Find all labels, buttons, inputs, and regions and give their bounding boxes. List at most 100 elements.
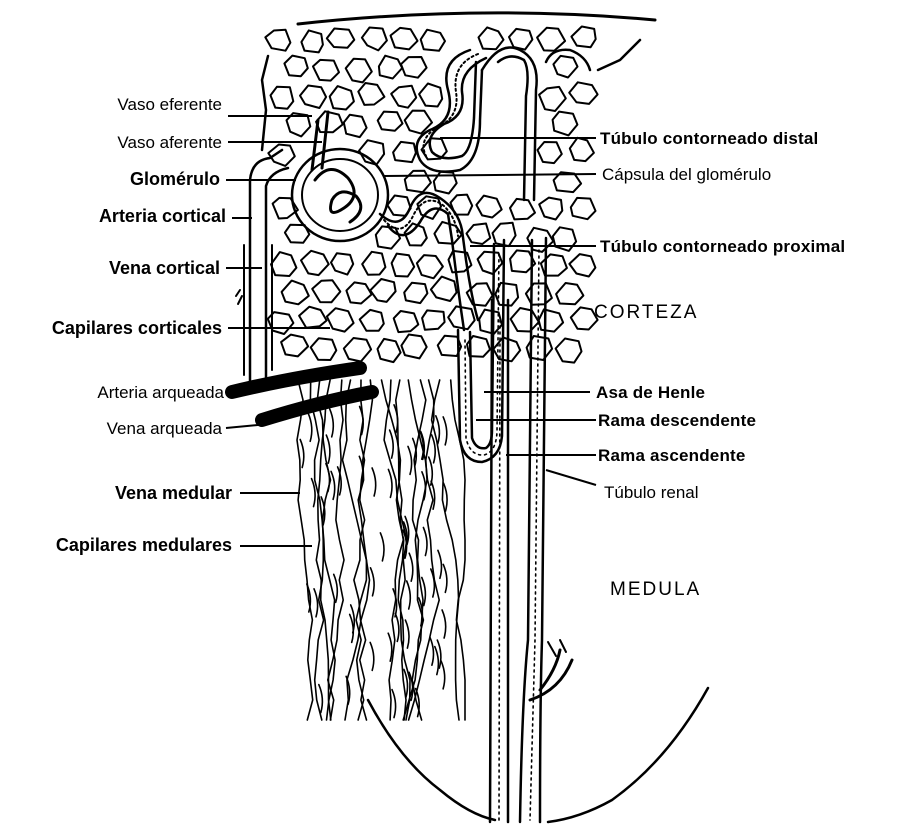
medulla-left-boundary [368,700,495,820]
cortical-cell [271,252,296,276]
region-corteza: CORTEZA [594,302,698,323]
medulla-right-boundary [548,688,708,822]
cortical-cell [401,57,427,78]
cortical-cell [378,339,401,362]
medullary-capillary-link [388,633,392,661]
medullary-capillary [451,380,465,720]
cortical-cell [300,86,326,109]
cortical-cell [378,112,403,131]
cortical-cell [421,30,445,51]
tissue-right-boundary [598,40,640,70]
medullary-capillary-link [392,690,396,718]
cortical-cell [476,196,501,218]
cortical-cell [344,115,367,137]
cortical-cell [431,277,457,301]
medullary-capillary-link [390,430,394,458]
cortical-cell [379,56,402,79]
loop-of-henle [458,240,504,462]
label-capsula-glomerulo: Cápsula del glomérulo [602,165,771,184]
cortical-cell [346,282,371,303]
label-rama-descendente: Rama descendente [598,411,756,430]
medullary-capillary-link [409,553,413,581]
label-tubulo-contorneado-distal: Túbulo contorneado distal [600,129,818,148]
cortical-cell [569,82,597,104]
label-vena-arqueada: Vena arqueada [107,419,223,438]
cortical-cell [299,307,327,328]
cortical-cell [327,29,355,48]
medullary-capillary-link [326,435,330,463]
medullary-capillary-link [443,417,447,445]
cortical-cell [284,56,307,77]
label-capilares-medulares: Capilares medulares [56,535,232,555]
cortical-cell [539,198,562,220]
medullary-capillary-link [370,642,374,670]
cortical-cell [553,227,576,251]
cortical-cell [330,86,354,109]
cortical-cell [539,87,566,111]
cortical-cell [327,308,354,331]
cortical-cell [271,87,294,109]
medullary-capillary-network [297,380,465,720]
cortical-cell [360,310,384,331]
label-capilares-corticales: Capilares corticales [52,318,222,338]
medullary-capillary [328,380,344,720]
medullary-capillary-link [372,468,376,496]
left-labels: Vaso eferente Vaso aferente Glomérulo Ar… [52,95,232,555]
renal-capsule-line [298,13,655,24]
cortical-cell [537,28,565,51]
region-medula: MEDULA [610,579,701,600]
medullary-capillary [297,380,313,720]
label-glomerulo: Glomérulo [130,169,220,189]
medullary-capillary-link [408,446,412,474]
label-rama-ascendente: Rama ascendente [598,446,746,465]
tissue-left-boundary [262,56,268,150]
cortical-cell [405,171,431,192]
cortical-cell [510,199,535,220]
cortical-cell [376,226,400,248]
cortical-cell [370,279,395,302]
cortical-cell [344,338,371,362]
cortical-cell [553,56,577,78]
cortical-cell [301,30,323,52]
medullary-capillary-link [438,550,442,578]
medullary-capillary-link [300,440,304,468]
cortical-cell [346,59,372,83]
cortical-cell [282,281,309,305]
cortical-cell [556,339,582,363]
medullary-capillary-link [430,637,434,665]
label-vena-medular: Vena medular [115,483,232,503]
cortical-cell [571,198,596,219]
medullary-capillary-link [330,409,334,437]
cortical-cell [362,28,387,51]
cortical-cell [417,255,443,278]
medullary-capillary-link [423,528,427,556]
cortical-cell [511,308,539,332]
label-vena-cortical: Vena cortical [109,258,220,278]
medullary-capillary-link [314,589,318,617]
medullary-capillary-link [371,568,375,596]
cortical-cell [362,252,385,275]
cortical-cell [392,254,415,277]
cortical-cell [391,86,416,108]
cortical-cell [301,251,329,275]
cortical-cell [419,84,442,107]
medullary-capillary-link [380,533,384,561]
medullary-capillary-link [443,564,447,592]
medullary-capillary [432,380,459,720]
cortical-cell [404,283,427,303]
cortical-cell [538,142,562,163]
cortical-cell [467,224,491,245]
cortical-cell [331,253,353,274]
label-vaso-eferente: Vaso eferente [117,95,222,114]
medullary-capillary-link [308,413,312,441]
cortical-cell [313,60,339,81]
medullary-capillary-link [435,647,439,675]
cortical-cell [571,27,595,48]
medullary-capillary-link [326,464,330,492]
label-vaso-aferente: Vaso aferente [117,133,222,152]
label-asa-de-henle: Asa de Henle [596,383,705,402]
cortical-cell [391,28,418,50]
medullary-capillary-link [432,435,436,463]
